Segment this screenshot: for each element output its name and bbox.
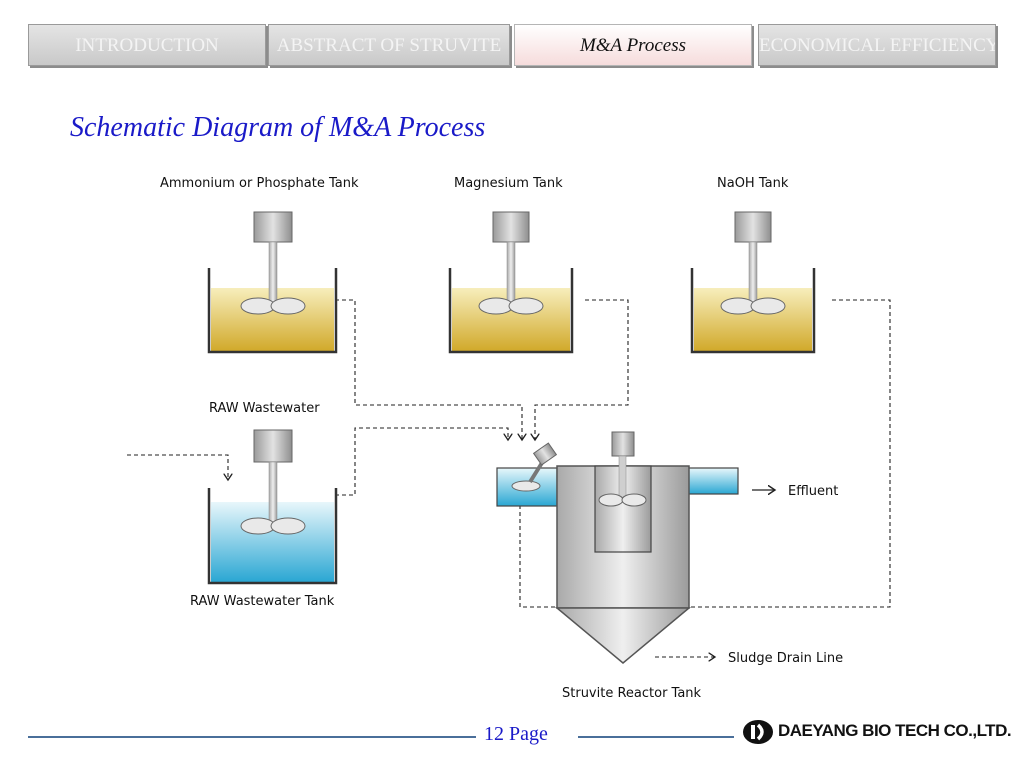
company-logo-icon: [743, 720, 773, 744]
naoh-tank-label: NaOH Tank: [717, 176, 789, 191]
magnesium-tank-label: Magnesium Tank: [454, 176, 563, 191]
page-number: 12 Page: [484, 723, 548, 745]
raw-wastewater-tank: [207, 429, 338, 585]
tab-introduction[interactable]: INTRODUCTION: [28, 24, 266, 66]
magnesium-tank: [448, 211, 574, 354]
page-title: Schematic Diagram of M&A Process: [70, 112, 486, 143]
ammonium-tank-label: Ammonium or Phosphate Tank: [160, 176, 359, 191]
tab-economical-efficiency[interactable]: ECONOMICAL EFFICIENCY: [758, 24, 996, 66]
footer-rule-left: [28, 736, 476, 738]
tab-abstract-of-struvite[interactable]: ABSTRACT OF STRUVITE: [268, 24, 510, 66]
sludge-drain-line-label: Sludge Drain Line: [728, 651, 843, 666]
raw-wastewater-tank-label: RAW Wastewater Tank: [190, 594, 335, 609]
company-name: DAEYANG BIO TECH CO.,LTD.: [778, 721, 1012, 740]
ammonium-phosphate-tank: [207, 211, 338, 354]
struvite-reactor-tank: [496, 431, 739, 664]
effluent-label: Effluent: [788, 484, 838, 499]
struvite-reactor-tank-label: Struvite Reactor Tank: [562, 686, 702, 701]
naoh-tank: [690, 211, 816, 354]
tab-ma-process[interactable]: M&A Process: [514, 24, 752, 66]
raw-wastewater-label: RAW Wastewater: [209, 401, 320, 416]
footer-rule-right: [578, 736, 734, 738]
